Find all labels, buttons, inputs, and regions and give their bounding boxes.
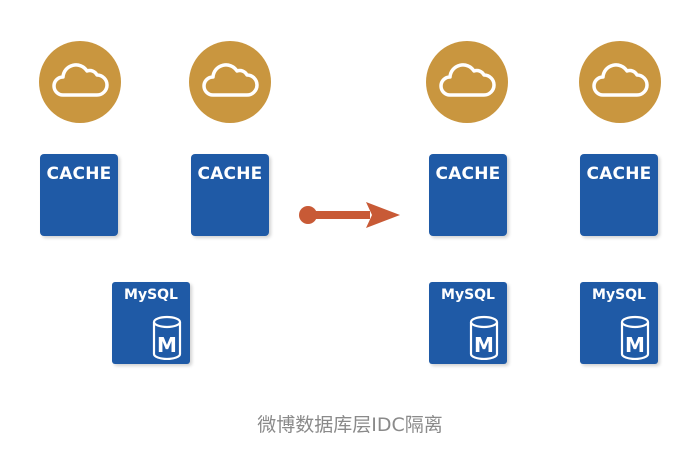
cache-box: CACHE [429, 154, 507, 236]
mysql-label: MySQL [592, 287, 646, 303]
diagram-caption: 微博数据库层IDC隔离 [257, 414, 443, 436]
cache-label: CACHE [586, 164, 652, 184]
cache-label: CACHE [435, 164, 501, 184]
cache-box: CACHE [40, 154, 118, 236]
mysql-box: MySQL M [429, 282, 507, 364]
cloud-icon [425, 40, 509, 124]
svg-text:M: M [625, 333, 645, 357]
mysql-box: MySQL M [580, 282, 658, 364]
cloud-icon [38, 40, 122, 124]
arrow-right-icon [296, 198, 402, 232]
database-icon: M [152, 315, 182, 360]
mysql-label: MySQL [441, 287, 495, 303]
database-icon: M [469, 315, 499, 360]
cloud-icon [188, 40, 272, 124]
mysql-label: MySQL [124, 287, 178, 303]
cache-box: CACHE [191, 154, 269, 236]
mysql-box: MySQL M [112, 282, 190, 364]
cache-label: CACHE [46, 164, 112, 184]
cache-box: CACHE [580, 154, 658, 236]
cache-label: CACHE [197, 164, 263, 184]
cloud-icon [578, 40, 662, 124]
svg-text:M: M [157, 333, 177, 357]
database-icon: M [620, 315, 650, 360]
svg-text:M: M [474, 333, 494, 357]
